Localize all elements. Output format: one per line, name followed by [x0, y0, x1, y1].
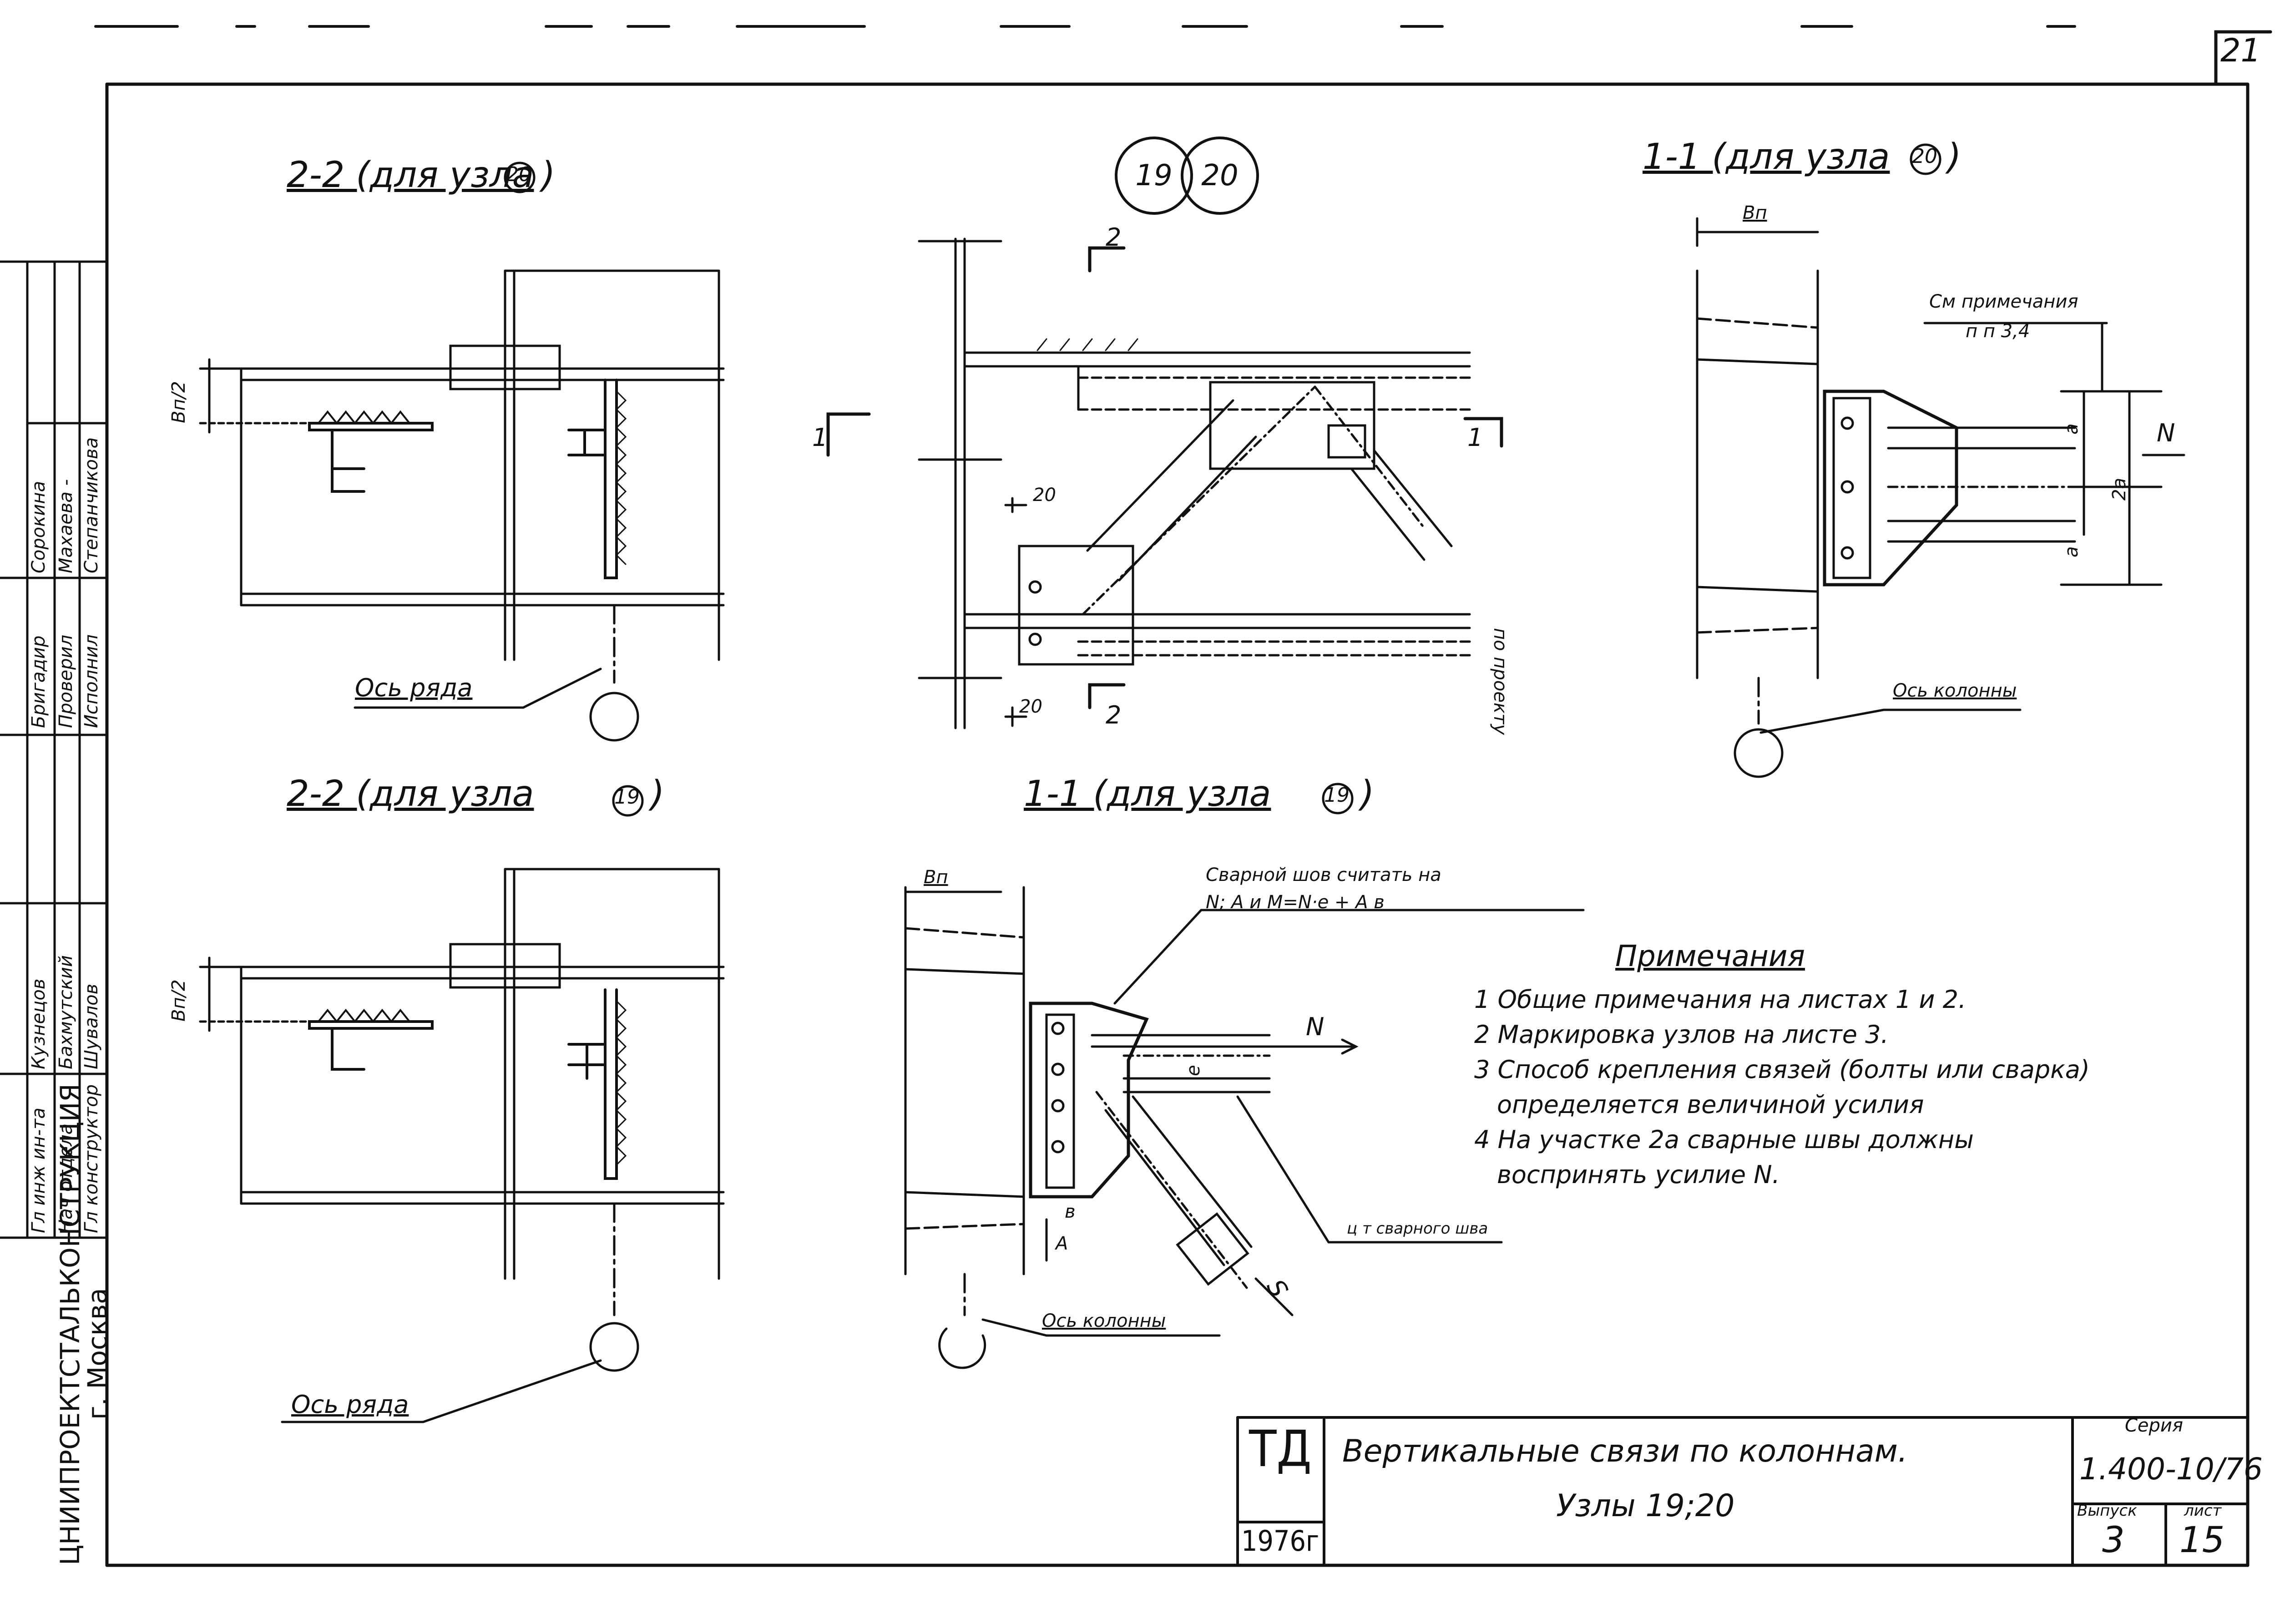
- view-2-2-node20: [199, 269, 725, 742]
- view-node-20-b: 20: [1912, 145, 1937, 168]
- view-title-2-2-node19: 2-2 (для узла: [287, 774, 534, 815]
- label-bp-right: Bп: [1743, 202, 1767, 223]
- sheet-title-line1: Вертикальные связи по колоннам.: [1342, 1433, 1908, 1469]
- weld-note-line1: Сварной шов считать на: [1206, 865, 1441, 885]
- section-mark-1-right: 1: [1467, 423, 1483, 452]
- sign-role: Исполнил: [81, 634, 102, 728]
- view-2-2-node19: [199, 868, 725, 1423]
- note-item: определяется величиной усилия: [1497, 1090, 1924, 1119]
- label-see-notes: См примечания: [1929, 291, 2078, 312]
- view-node-19-b: 19: [1324, 784, 1350, 807]
- note-item: 1 Общие примечания на листах 1 и 2.: [1474, 985, 1967, 1014]
- view-1-1-node19: [904, 886, 1585, 1369]
- page-frame: [105, 30, 2272, 1567]
- series-number: 1.400-10/76: [2079, 1452, 2263, 1487]
- note-item: воспринять усилие N.: [1497, 1160, 1780, 1189]
- label-bp-half-bottom: Bп/2: [168, 979, 189, 1022]
- node-label-circles: [504, 143, 1941, 817]
- force-n-bottom: N: [1306, 1012, 1325, 1041]
- weld-note-line2: N; A и M=N·e + A в: [1206, 892, 1385, 913]
- notes-list: 1 Общие примечания на листах 1 и 2. 2 Ма…: [1474, 985, 2090, 1195]
- paren-close: ): [541, 155, 556, 196]
- dim-e: e: [1183, 1065, 1204, 1076]
- label-axis-column-bottom: Ось колонны: [1042, 1310, 1166, 1331]
- sign-name: Шувалов: [81, 983, 102, 1069]
- force-n-right: N: [2157, 419, 2175, 447]
- title-block: [1236, 1416, 2249, 1567]
- force-a: A: [1056, 1233, 1068, 1254]
- sign-name: Кузнецов: [28, 978, 49, 1069]
- note-item: 2 Маркировка узлов на листе 3.: [1474, 1020, 1889, 1049]
- left-stamp-grid: [0, 260, 108, 1239]
- notes-title: Примечания: [1615, 940, 1805, 973]
- dim-20-lower: 20: [1019, 696, 1042, 717]
- sheet-label: лист: [2184, 1502, 2222, 1520]
- stamp-code: ТД: [1249, 1420, 1312, 1478]
- label-see-notes-items: п п 3,4: [1966, 321, 2030, 342]
- view-title-1-1-node20: 1-1 (для узла: [1643, 137, 1890, 177]
- sign-name: Степанчикова: [81, 437, 102, 573]
- section-mark-2-top: 2: [1106, 223, 1122, 252]
- note-item: 4 На участке 2а сварные швы должны: [1474, 1125, 1974, 1154]
- weld-center-label: ц т сварного шва: [1347, 1219, 1488, 1238]
- sign-role: Гл инж ин-та: [28, 1108, 49, 1233]
- sign-name: Сорокина: [28, 481, 49, 573]
- sign-role: Нач отдела: [56, 1123, 76, 1233]
- view-node-20-a: 20: [506, 163, 531, 186]
- center-elevation: [826, 238, 1503, 729]
- sign-role: Бригадир: [28, 635, 49, 728]
- issue-number: 3: [2102, 1520, 2125, 1561]
- sheet-title-line2: Узлы 19;20: [1556, 1488, 1735, 1524]
- label-axis-row-top: Ось ряда: [355, 673, 473, 702]
- page-number: 21: [2220, 32, 2261, 69]
- issue-label: Выпуск: [2077, 1502, 2137, 1520]
- label-bp-bottom: Bп: [924, 867, 948, 888]
- dim-2a: 2a: [2109, 478, 2130, 501]
- dim-a-lower: a: [2061, 546, 2082, 557]
- stamp-year: 1976г: [1241, 1524, 1320, 1558]
- organization-city: г. Москва: [82, 1288, 113, 1420]
- label-axis-column-right: Ось колонны: [1893, 680, 2017, 701]
- label-axis-row-bottom: Ось ряда: [291, 1390, 409, 1419]
- label-bp-half-top: Bп/2: [168, 381, 189, 423]
- dim-v: в: [1065, 1201, 1076, 1222]
- dim-a-upper: a: [2061, 423, 2082, 435]
- series-label: Серия: [2125, 1415, 2183, 1436]
- sheet-number: 15: [2179, 1520, 2225, 1561]
- view-1-1-node20: [1696, 217, 2185, 778]
- sign-name: Бахмутский: [56, 955, 76, 1069]
- dim-20-upper: 20: [1033, 485, 1056, 506]
- sign-name: Махаева -: [56, 479, 76, 573]
- paren-close: ): [1947, 137, 1962, 177]
- paren-close: ): [1360, 774, 1375, 815]
- view-title-1-1-node19: 1-1 (для узла: [1024, 774, 1271, 815]
- section-mark-2-bottom: 2: [1106, 701, 1122, 729]
- paren-close: ): [651, 774, 665, 815]
- view-node-19-a: 19: [614, 785, 640, 809]
- sign-role: Проверил: [56, 634, 76, 728]
- note-item: 3 Способ крепления связей (болты или сва…: [1474, 1055, 2090, 1084]
- sign-role: Гл конструктор: [81, 1084, 102, 1233]
- view-title-2-2-node20: 2-2 (для узла: [287, 155, 534, 196]
- label-per-project: по проекту: [1490, 628, 1511, 735]
- section-mark-1-left: 1: [812, 423, 828, 452]
- node-circle-20: 20: [1181, 137, 1259, 215]
